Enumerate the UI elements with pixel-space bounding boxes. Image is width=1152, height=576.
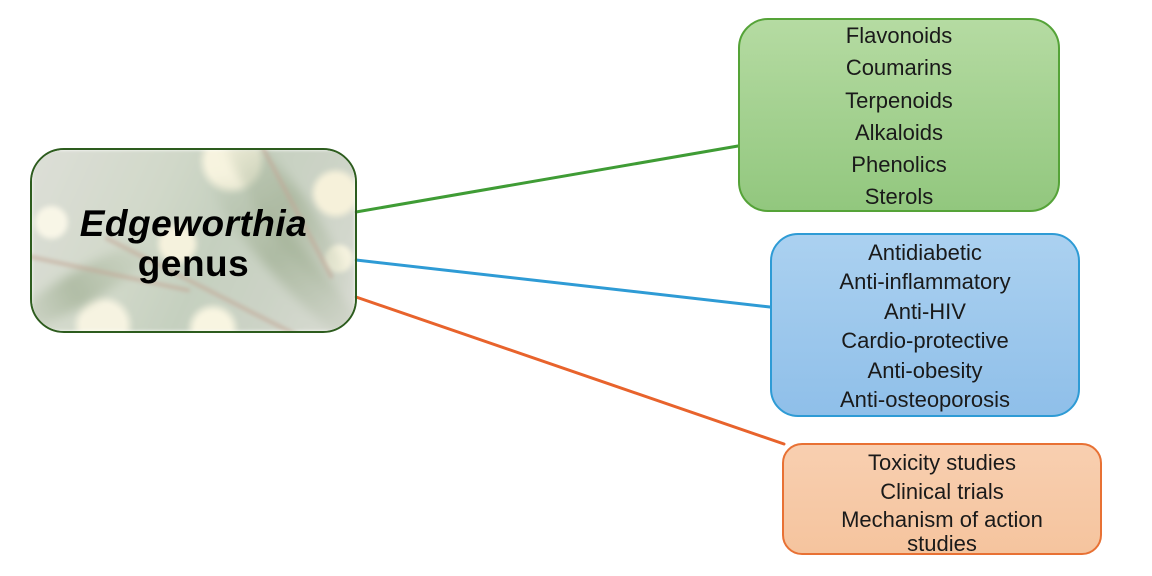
edgeworthia-flower-photo: [32, 150, 355, 331]
bioactivity-item: Anti-osteoporosis: [840, 387, 1010, 413]
bioactivity-item: Cardio-protective: [841, 328, 1009, 354]
root-title-genus-word: genus: [137, 242, 250, 284]
studies-box: Toxicity studies Clinical trials Mechani…: [782, 443, 1102, 555]
phytochemical-item: Sterols: [864, 184, 934, 210]
bioactivity-item: Anti-inflammatory: [839, 269, 1011, 295]
phytochemical-item: Alkaloids: [854, 119, 944, 145]
edgeworthia-genus-box: Edgeworthia genus: [30, 148, 357, 333]
root-title: Edgeworthia genus: [80, 198, 308, 284]
bioactivities-box: Antidiabetic Anti-inflammatory Anti-HIV …: [770, 233, 1080, 417]
phytochemical-item: Phenolics: [851, 152, 947, 178]
connector-to-phytochemicals: [354, 144, 740, 214]
phytochemical-item: Flavonoids: [845, 23, 953, 48]
study-item: Toxicity studies: [868, 450, 1016, 475]
connector-to-bioactivities: [354, 258, 772, 309]
phytochemical-item: Coumarins: [845, 55, 953, 81]
bioactivity-item: Anti-HIV: [884, 298, 966, 324]
bioactivity-item: Anti-obesity: [867, 357, 983, 383]
study-item: Mechanism of action studies: [841, 507, 1043, 556]
photo-white-wash: [32, 150, 355, 331]
study-item: Clinical trials: [880, 478, 1004, 504]
root-title-genus-name: Edgeworthia: [79, 202, 308, 244]
phytochemical-item: Terpenoids: [845, 87, 953, 113]
phytochemicals-box: Flavonoids Coumarins Terpenoids Alkaloid…: [738, 18, 1060, 212]
bioactivity-item: Antidiabetic: [868, 240, 982, 265]
connector-to-studies: [354, 295, 786, 446]
